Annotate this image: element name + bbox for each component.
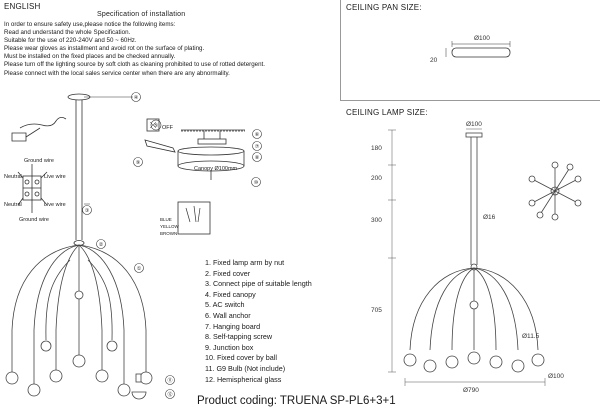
callout-7: ⑦ [255,144,260,150]
callout-8: ⑧ [255,155,260,161]
dim-705: 705 [371,307,382,314]
callout-3: ③ [85,208,90,214]
instruction-line: Must be installed on the fixed places an… [4,53,176,61]
instruction-line: Please connect with the local sales serv… [4,69,230,77]
wire-yellow: YELLOW [160,224,180,229]
ground-wire-bottom: Ground wire [19,217,49,223]
legend-item: 9. Junction box [205,342,254,352]
pan-diameter: Ø100 [474,35,490,42]
ceiling-pan-title: CEILING PAN SIZE: [346,3,422,12]
neutral-bottom: Neutral [4,202,22,208]
dim-300: 300 [371,217,382,224]
instructions-block: In order to ensure safety use,please not… [4,21,265,78]
callout-circles [82,92,262,399]
off-label: OFF [162,125,174,131]
legend-item: 1. Fixed lamp arm by nut [205,258,285,267]
ground-wire-top: Ground wire [24,158,54,164]
canopy-label: Canopy Ø100mm [194,166,238,172]
legend-item: 4. Fixed canopy [205,289,256,299]
legend-item: 3. Connect pipe of suitable length [205,279,312,289]
top-view-star [528,161,582,221]
dim-200: 200 [371,175,382,182]
dim-790: Ø790 [463,387,479,394]
chandelier-front-view [5,244,153,400]
horizontal-divider [340,100,600,101]
wire-blue: BLUE [160,217,172,222]
legend-item: 10. Fixed cover by ball [205,353,277,363]
ceiling-pan-drawing [445,41,511,58]
wiring-diagram [11,117,67,213]
callout-2: ② [99,242,104,248]
ceiling-lamp-dimension-drawing [388,128,582,386]
callout-10: ⑩ [254,180,259,186]
lamp-top-width: Ø100 [466,121,482,128]
instruction-line: Please turn off the lighting source by s… [4,61,265,69]
callout-1: ① [137,266,142,272]
callout-4: ④ [134,95,139,101]
instruction-line: Suitable for the use of 220-240V and 50 … [4,37,137,45]
instruction-line: Read and understand the whole Specificat… [4,29,131,37]
ceiling-lamp-title: CEILING LAMP SIZE: [346,108,428,117]
canopy-install-drawing [144,118,245,235]
dim-16: Ø16 [483,214,496,221]
legend-item: 7. Hanging board [205,321,261,331]
hanging-pipe-assembly [67,93,133,246]
legend-item: 2. Fixed cover [205,268,251,278]
legend-item: 6. Wall anchor [205,310,251,320]
callout-12: ⑫ [167,391,172,398]
legend-item: 8. Self-tapping screw [205,332,273,342]
callout-5: ⑤ [154,123,159,129]
vertical-divider [340,0,341,100]
dim-100-bottom: Ø100 [548,373,564,380]
dim-180: 180 [371,145,382,152]
callout-6: ⑥ [255,132,260,138]
live-wire-top: Live wire [44,174,66,180]
parts-legend: 1. Fixed lamp arm by nut 2. Fixed cover … [205,258,312,385]
instruction-line: Please wear gloves as installment and av… [4,45,205,53]
pan-height: 20 [430,57,438,64]
dim-11-5: Ø11.5 [522,333,540,340]
legend-item: 5. AC switch [205,300,245,310]
legend-item: 12. Hemispherical glass [205,374,282,384]
live-wire-bottom: Live wire [44,202,66,208]
callout-9: ⑨ [136,160,141,166]
spec-title: Specification of installation [97,11,186,18]
instruction-line: In order to ensure safety use,please not… [4,21,176,28]
language-label: ENGLISH [4,2,41,11]
wire-brown: BROWN [160,231,177,236]
callout-11: ⑪ [167,377,172,384]
neutral-top: Neutral [4,174,22,180]
product-coding: Product coding: TRUENA SP-PL6+3+1 [197,395,396,407]
legend-item: 11. G9 Bulb (Not include) [205,363,286,373]
